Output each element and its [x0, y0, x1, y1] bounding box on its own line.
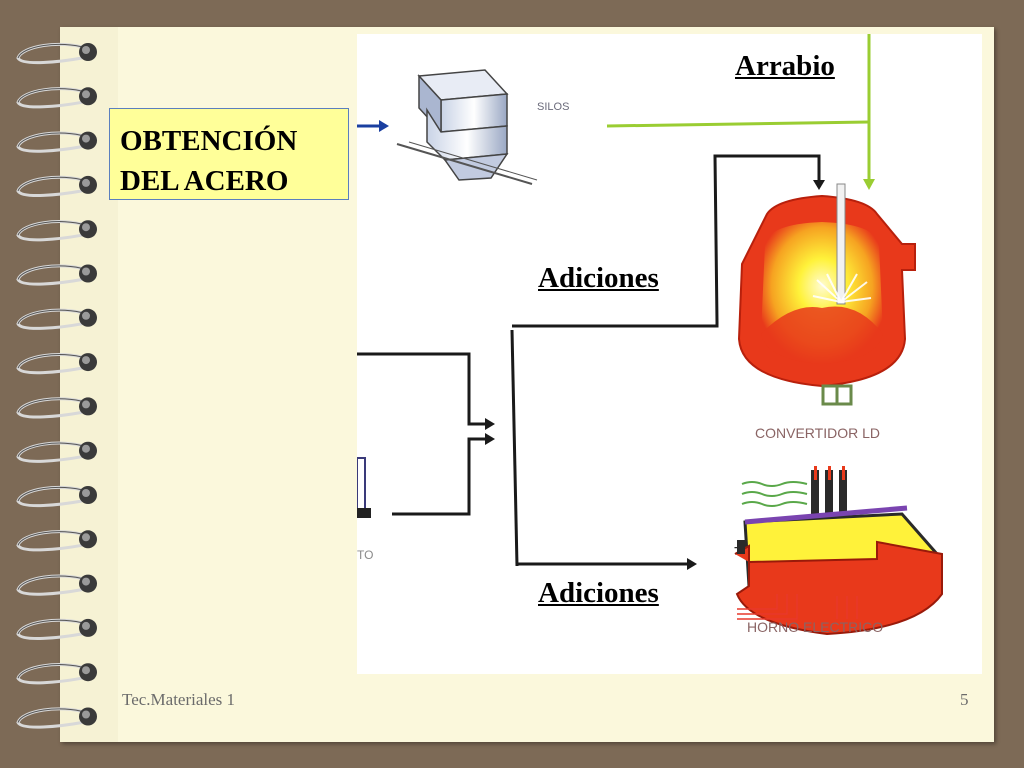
converter-ld-icon — [737, 183, 916, 406]
steel-process-diagram: + SILOS CONVERTIDOR LD HORNO ELECTRICO T… — [357, 34, 982, 674]
footer-page-number: 5 — [960, 690, 969, 709]
arrabio-label: Arrabio — [735, 50, 835, 82]
spiral-ring-icon — [16, 175, 97, 198]
spiral-ring-icon — [16, 441, 97, 463]
spiral-ring-icon — [16, 397, 97, 419]
spiral-ring-icon — [16, 42, 97, 65]
footer-course: Tec.Materiales 1 — [122, 690, 236, 709]
partial-caption: TO — [357, 548, 373, 562]
spiral-ring-icon — [16, 530, 97, 552]
spiral-binding-icon — [16, 42, 97, 729]
arrabio-flow-line — [606, 34, 875, 190]
spiral-ring-icon — [16, 220, 97, 242]
flow-arrowheads — [485, 180, 825, 570]
spiral-ring-icon — [16, 131, 97, 153]
spiral-ring-icon — [16, 352, 97, 375]
title-line-1: OBTENCIÓN — [120, 125, 298, 157]
title-line-2: DEL ACERO — [120, 165, 289, 197]
additions-flow-lines — [357, 154, 821, 567]
spiral-ring-icon — [16, 87, 97, 109]
svg-text:+: + — [733, 540, 745, 556]
adiciones-bottom-label: Adiciones — [538, 577, 659, 609]
partial-equipment-icon — [357, 457, 371, 518]
spiral-ring-icon — [16, 485, 97, 508]
adiciones-top-label: Adiciones — [538, 262, 659, 294]
electric-furnace-icon: + — [733, 466, 943, 636]
silo-input-arrow — [357, 120, 389, 132]
spiral-ring-icon — [16, 264, 97, 286]
converter-caption: CONVERTIDOR LD — [755, 425, 880, 441]
silos-caption: SILOS — [537, 101, 569, 113]
spiral-ring-icon — [16, 663, 97, 685]
spiral-ring-icon — [16, 574, 97, 596]
silo-icon — [396, 69, 538, 185]
slide-title: OBTENCIÓN DEL ACERO — [109, 108, 349, 200]
spiral-ring-icon — [16, 707, 97, 729]
spiral-ring-icon — [16, 618, 97, 641]
spiral-ring-icon — [16, 308, 97, 330]
furnace-caption: HORNO ELECTRICO — [747, 619, 883, 635]
